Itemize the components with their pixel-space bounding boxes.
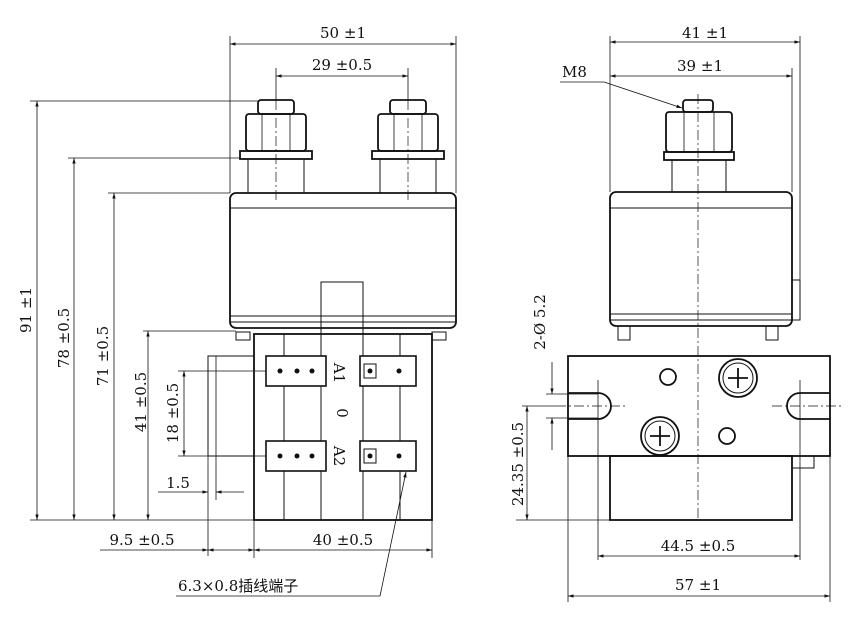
dim-hole-spec: 2-Ø 5.2 — [531, 294, 598, 450]
dim-hole-height-label: 24.35 ±0.5 — [509, 422, 527, 506]
front-terminal-left — [239, 99, 313, 200]
hole-upper — [659, 368, 677, 386]
side-view: 41 ±1 39 ±1 M8 2-Ø 5.2 24.35 ±0.5 44 — [509, 24, 842, 602]
dim-hole-spec-label: 2-Ø 5.2 — [531, 294, 549, 350]
dim-overall-width: 50 ±1 — [229, 24, 457, 193]
screw-lower — [640, 416, 680, 456]
dim-body-height: 78 ±0.5 — [55, 157, 240, 520]
dim-overall-height: 91 ±1 — [17, 100, 258, 520]
front-view: A1 0 A2 50 ±1 29 ±0.5 91 ±1 78 ±0.5 — [17, 24, 457, 597]
dim-side-top-width: 41 ±1 — [609, 24, 801, 280]
screw-upper — [718, 358, 758, 398]
dim-terminal-spacing: 29 ±0.5 — [275, 56, 409, 100]
dim-side-offset: 9.5 ±0.5 — [100, 520, 433, 558]
dim-body-height-label: 78 ±0.5 — [55, 308, 73, 368]
coil-tab-lower-left — [265, 440, 327, 472]
dim-coil-spacing: 18 ±0.5 — [164, 370, 266, 457]
dim-terminal-spacing-label: 29 ±0.5 — [312, 56, 372, 74]
coil-label-a2: A2 — [330, 445, 348, 466]
coil-label-a1: A1 — [330, 362, 348, 383]
coil-tab-upper-left — [265, 355, 327, 387]
dim-base-width-label: 40 ±0.5 — [313, 531, 373, 549]
coil-tab-lower-right — [359, 440, 417, 472]
dim-plate-thickness-label: 1.5 — [166, 474, 190, 492]
dim-overall-height-label: 91 ±1 — [17, 287, 35, 333]
terminal-callout: 6.3×0.8插线端子 — [176, 471, 407, 597]
dim-side-nut-width-label: 39 ±1 — [677, 57, 723, 75]
dim-hole-height: 24.35 ±0.5 — [509, 405, 610, 521]
coil-tab-upper-right — [359, 355, 417, 387]
dim-housing-height: 71 ±0.5 — [94, 192, 230, 520]
side-terminal — [663, 99, 735, 193]
dim-base-height: 41 ±0.5 — [132, 330, 236, 520]
dim-side-base-width-label: 57 ±1 — [675, 576, 721, 594]
front-housing — [229, 192, 457, 335]
dim-base-width: 40 ±0.5 — [254, 531, 432, 552]
coil-symbol: 0 — [333, 408, 351, 418]
thread-callout-label: M8 — [562, 63, 587, 81]
dim-side-base-width: 57 ±1 — [567, 456, 831, 602]
dim-base-height-label: 41 ±0.5 — [132, 372, 150, 432]
thread-callout: M8 — [560, 63, 683, 109]
dim-coil-spacing-label: 18 ±0.5 — [164, 383, 182, 443]
dim-housing-height-label: 71 ±0.5 — [94, 326, 112, 386]
dim-overall-width-label: 50 ±1 — [320, 24, 366, 42]
side-base-plate — [556, 355, 842, 560]
dim-side-top-width-label: 41 ±1 — [682, 24, 728, 42]
front-terminal-right — [371, 99, 445, 200]
dim-hole-spacing: 44.5 ±0.5 — [598, 537, 800, 558]
terminal-callout-label: 6.3×0.8插线端子 — [178, 577, 298, 595]
dim-side-offset-label: 9.5 ±0.5 — [109, 531, 174, 549]
hole-lower — [718, 427, 736, 445]
dim-hole-spacing-label: 44.5 ±0.5 — [661, 537, 736, 555]
dim-side-nut-width: 39 ±1 — [610, 57, 793, 192]
dim-plate-thickness: 1.5 — [158, 456, 244, 556]
side-housing — [609, 94, 801, 520]
